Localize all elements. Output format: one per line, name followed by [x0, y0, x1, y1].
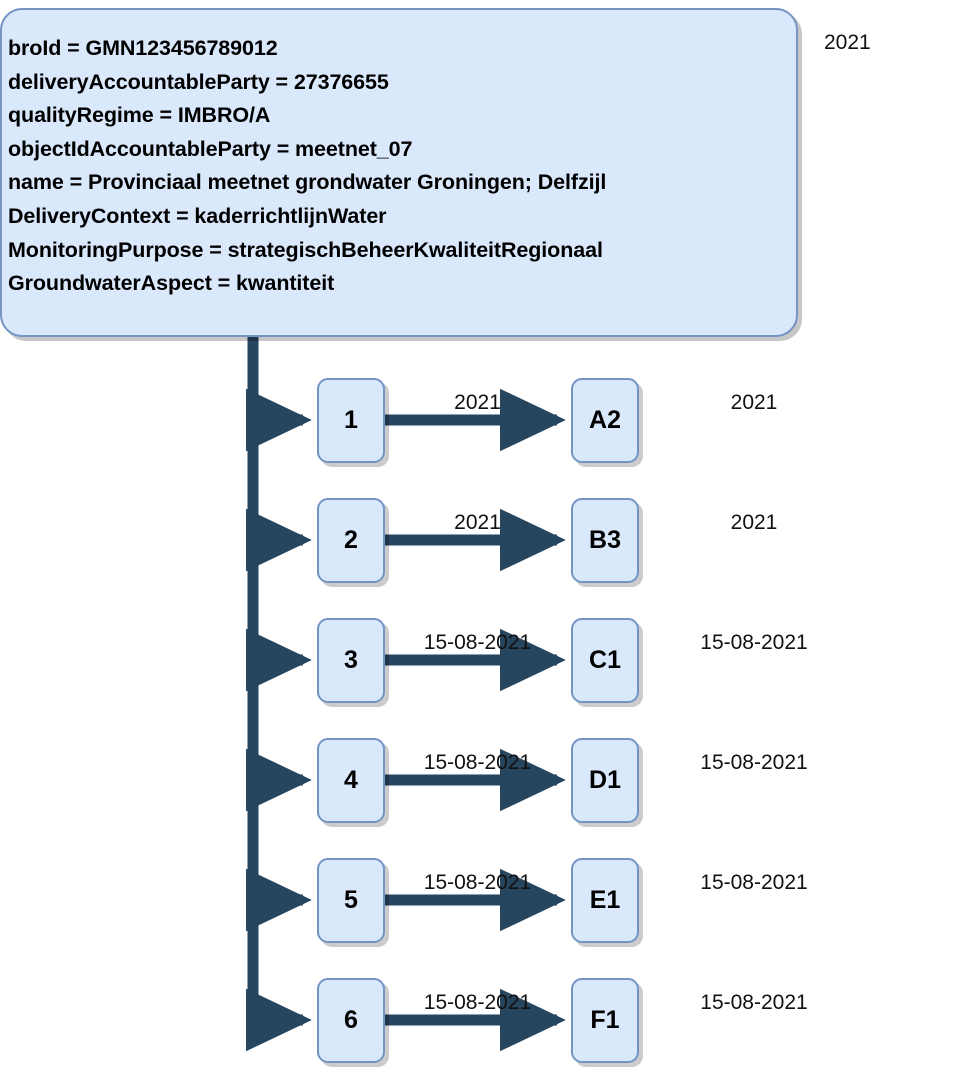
node-right-6[interactable]: F1 — [571, 978, 639, 1063]
trailing-label-1: 2021 — [730, 391, 778, 414]
trailing-label-3: 15-08-2021 — [700, 631, 808, 654]
node-left-6[interactable]: 6 — [317, 978, 385, 1063]
trailing-label-6: 15-08-2021 — [700, 991, 808, 1014]
gmn-info-text: broId = GMN123456789012 deliveryAccounta… — [8, 32, 790, 301]
info-line-groundwater-aspect: GroundwaterAspect = kwantiteit — [8, 271, 335, 296]
gmn-info-box: broId = GMN123456789012 deliveryAccounta… — [0, 8, 798, 337]
edge-label-2: 2021 — [454, 511, 501, 534]
branch-arrow-5 — [245, 868, 312, 932]
edge-label-3: 15-08-2021 — [423, 631, 532, 654]
branch-arrow-2 — [245, 508, 312, 572]
node-left-2[interactable]: 2 — [317, 498, 385, 583]
node-right-1[interactable]: A2 — [571, 378, 639, 463]
node-right-2[interactable]: B3 — [571, 498, 639, 583]
info-line-monitoring-purpose: MonitoringPurpose = strategischBeheerKwa… — [8, 237, 603, 262]
trailing-label-5: 15-08-2021 — [700, 871, 808, 894]
info-line-object-id-accountable-party: objectIdAccountableParty = meetnet_07 — [8, 136, 413, 161]
trailing-label-4: 15-08-2021 — [700, 751, 808, 774]
node-right-5[interactable]: E1 — [571, 858, 639, 943]
info-line-quality-regime: qualityRegime = IMBRO/A — [8, 103, 271, 128]
corner-year-label: 2021 — [824, 31, 871, 54]
node-left-5[interactable]: 5 — [317, 858, 385, 943]
branch-arrow-4 — [245, 748, 312, 812]
info-line-delivery-accountable-party: deliveryAccountableParty = 27376655 — [8, 69, 389, 94]
info-line-delivery-context: DeliveryContext = kaderrichtlijnWater — [8, 203, 387, 228]
info-line-name: name = Provinciaal meetnet grondwater Gr… — [8, 170, 607, 195]
branch-arrow-1 — [245, 388, 312, 452]
trailing-label-2: 2021 — [730, 511, 778, 534]
branch-arrow-3 — [245, 628, 312, 692]
node-right-3[interactable]: C1 — [571, 618, 639, 703]
node-right-4[interactable]: D1 — [571, 738, 639, 823]
node-left-3[interactable]: 3 — [317, 618, 385, 703]
node-left-4[interactable]: 4 — [317, 738, 385, 823]
edge-label-5: 15-08-2021 — [423, 871, 532, 894]
edge-label-6: 15-08-2021 — [423, 991, 532, 1014]
branch-arrow-6 — [245, 988, 312, 1052]
edge-label-4: 15-08-2021 — [423, 751, 532, 774]
node-left-1[interactable]: 1 — [317, 378, 385, 463]
info-line-broid: broId = GMN123456789012 — [8, 36, 278, 60]
edge-label-1: 2021 — [454, 391, 501, 414]
